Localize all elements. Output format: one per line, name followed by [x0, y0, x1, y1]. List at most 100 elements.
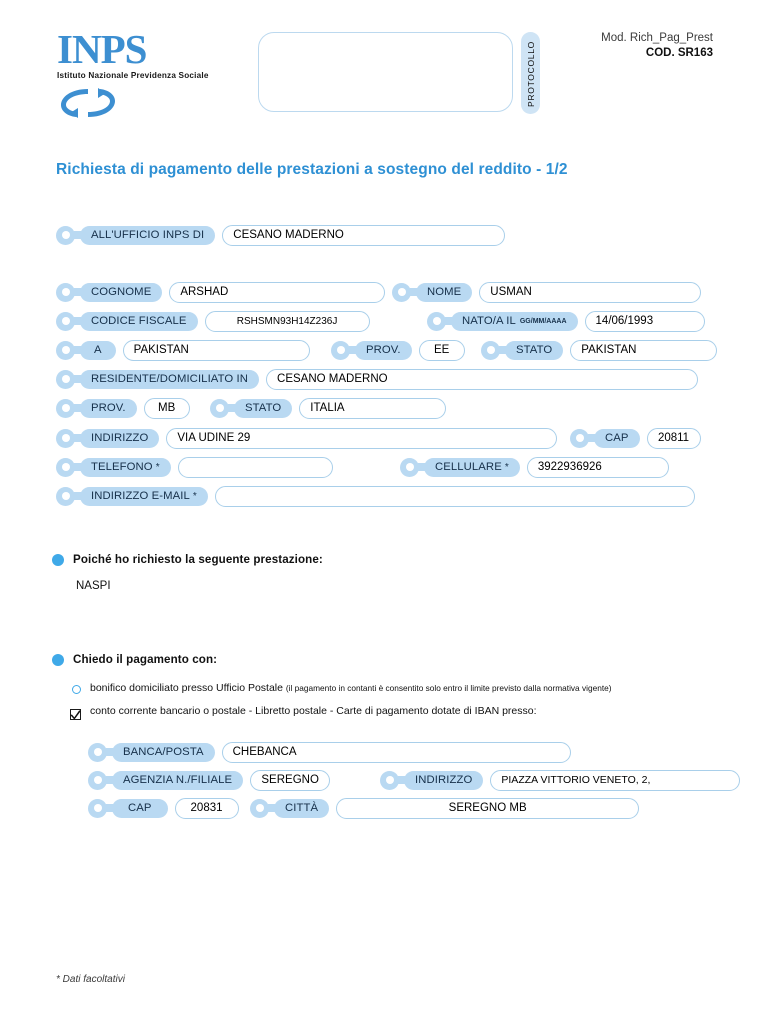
row-nascita-prov: PROV. EE — [331, 339, 465, 361]
input-codice-fiscale[interactable]: RSHSMN93H14Z236J — [204, 310, 370, 332]
option-bonifico-label: bonifico domiciliato presso Ufficio Post… — [90, 682, 283, 694]
connector — [499, 346, 508, 354]
input-banca[interactable]: CHEBANCA — [221, 741, 571, 763]
label-office-text: ALL'UFFICIO INPS DI — [91, 229, 205, 241]
connector — [106, 776, 115, 784]
label-email: INDIRIZZO E-MAIL * — [56, 486, 208, 507]
label-codice-fiscale-text: CODICE FISCALE — [91, 315, 187, 327]
row-res-stato: STATO ITALIA — [210, 397, 447, 419]
row-email: INDIRIZZO E-MAIL * — [56, 485, 695, 507]
input-cap[interactable]: 20811 — [646, 427, 701, 449]
keyhole-icon — [56, 428, 76, 448]
keyhole-icon — [56, 311, 76, 331]
keyhole-icon — [88, 798, 108, 818]
input-nascita-stato[interactable]: PAKISTAN — [570, 339, 718, 361]
label-res-stato-text: STATO — [245, 402, 282, 414]
input-office[interactable]: CESANO MADERNO — [222, 224, 506, 246]
radio-unchecked-icon[interactable] — [72, 685, 81, 694]
option-conto-corrente[interactable]: conto corrente bancario o postale - Libr… — [70, 705, 720, 720]
connector — [106, 748, 115, 756]
keyhole-icon — [56, 282, 76, 302]
logo-subtitle: Istituto Nazionale Previdenza Sociale — [57, 70, 209, 80]
connector — [74, 375, 83, 383]
row-residente: RESIDENTE/DOMICILIATO IN CESANO MADERNO — [56, 368, 699, 390]
input-citta[interactable]: SEREGNO MB — [336, 797, 640, 819]
label-nascita-stato: STATO — [481, 340, 564, 361]
row-cellulare: CELLULARE * 3922936926 — [400, 456, 669, 478]
keyhole-icon — [570, 428, 590, 448]
label-codice-fiscale: CODICE FISCALE — [56, 311, 198, 332]
label-nome: NOME — [392, 282, 473, 303]
page-title: Richiesta di pagamento delle prestazioni… — [56, 161, 568, 178]
input-telefono[interactable] — [177, 456, 333, 478]
prestazione-value: NASPI — [76, 580, 111, 592]
row-nato-il: NATO/A IL GG/MM/AAAA 14/06/1993 — [427, 310, 705, 332]
input-nato-il[interactable]: 14/06/1993 — [584, 310, 705, 332]
label-banca-text: BANCA/POSTA — [123, 746, 204, 758]
logo-title: INPS — [57, 26, 147, 72]
protocollo-label: PROTOCOLLO — [521, 32, 540, 114]
connector — [418, 463, 427, 471]
connector — [74, 463, 83, 471]
connector — [398, 776, 407, 784]
input-banca-cap[interactable]: 20831 — [174, 797, 239, 819]
keyhole-icon — [88, 770, 108, 790]
row-indirizzo: INDIRIZZO VIA UDINE 29 — [56, 427, 558, 449]
row-office: ALL'UFFICIO INPS DI CESANO MADERNO — [56, 224, 506, 246]
label-nome-text: NOME — [427, 286, 462, 298]
label-res-prov: PROV. — [56, 398, 137, 419]
connector — [445, 317, 454, 325]
label-residente-text: RESIDENTE/DOMICILIATO IN — [91, 373, 249, 385]
inps-logo: INPS Istituto Nazionale Previdenza Socia… — [57, 26, 257, 125]
label-nascita-stato-text: STATO — [516, 344, 553, 356]
input-cognome[interactable]: ARSHAD — [169, 281, 386, 303]
checkbox-checked-icon[interactable] — [70, 707, 81, 720]
input-email[interactable] — [214, 485, 695, 507]
keyhole-icon — [56, 457, 76, 477]
label-banca: BANCA/POSTA — [88, 742, 215, 763]
input-residente[interactable]: CESANO MADERNO — [266, 368, 699, 390]
label-banca-cap-text: CAP — [128, 802, 152, 814]
label-res-stato: STATO — [210, 398, 293, 419]
row-banca: BANCA/POSTA CHEBANCA — [88, 741, 571, 763]
label-indirizzo: INDIRIZZO — [56, 428, 160, 449]
label-cellulare-text: CELLULARE — [435, 461, 502, 473]
row-cognome: COGNOME ARSHAD — [56, 281, 386, 303]
connector — [74, 317, 83, 325]
row-citta: CITTÀ SEREGNO MB — [250, 797, 640, 819]
label-nascita-prov: PROV. — [331, 340, 412, 361]
optional-marker: * — [155, 461, 160, 473]
row-nascita-a: A PAKISTAN — [56, 339, 310, 361]
connector — [74, 346, 83, 354]
option-bonifico-postale[interactable]: bonifico domiciliato presso Ufficio Post… — [72, 682, 722, 695]
label-banca-indirizzo: INDIRIZZO — [380, 770, 484, 791]
label-cellulare: CELLULARE * — [400, 457, 520, 478]
input-nascita-a[interactable]: PAKISTAN — [122, 339, 310, 361]
label-indirizzo-text: INDIRIZZO — [91, 432, 149, 444]
keyhole-icon — [331, 340, 351, 360]
label-nascita-prov-text: PROV. — [366, 344, 401, 356]
input-banca-indirizzo[interactable]: PIAZZA VITTORIO VENETO, 2, — [490, 769, 741, 791]
input-indirizzo[interactable]: VIA UDINE 29 — [166, 427, 558, 449]
input-agenzia[interactable]: SEREGNO — [250, 769, 331, 791]
keyhole-icon — [400, 457, 420, 477]
row-agenzia: AGENZIA N./FILIALE SEREGNO — [88, 769, 331, 791]
keyhole-icon — [56, 225, 76, 245]
row-telefono: TELEFONO * — [56, 456, 333, 478]
row-banca-indirizzo: INDIRIZZO PIAZZA VITTORIO VENETO, 2, — [380, 769, 741, 791]
input-res-stato[interactable]: ITALIA — [299, 397, 447, 419]
keyhole-icon — [380, 770, 400, 790]
input-cellulare[interactable]: 3922936926 — [526, 456, 669, 478]
input-res-prov[interactable]: MB — [143, 397, 190, 419]
protocollo-box[interactable] — [258, 32, 513, 112]
input-nascita-prov[interactable]: EE — [418, 339, 465, 361]
label-nato-il-text: NATO/A IL — [462, 315, 516, 327]
section-prestazione: Poiché ho richiesto la seguente prestazi… — [52, 553, 323, 566]
keyhole-icon — [56, 398, 76, 418]
connector — [74, 434, 83, 442]
input-nome[interactable]: USMAN — [479, 281, 702, 303]
label-banca-indirizzo-text: INDIRIZZO — [415, 774, 473, 786]
label-cap: CAP — [570, 428, 640, 449]
label-email-text: INDIRIZZO E-MAIL — [91, 490, 190, 502]
label-citta: CITTÀ — [250, 798, 330, 819]
